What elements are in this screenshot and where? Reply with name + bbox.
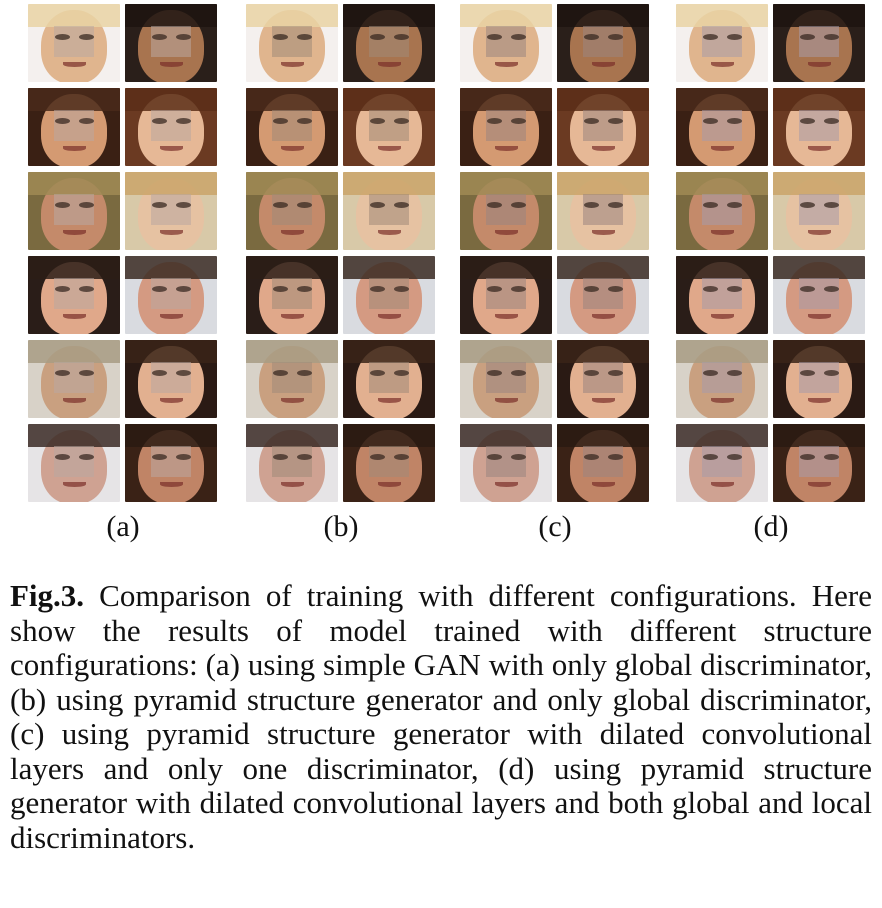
face-image: [125, 88, 217, 166]
face-image: [246, 340, 338, 418]
face-image: [557, 256, 649, 334]
face-image: [557, 4, 649, 82]
panel-b: (b): [246, 0, 436, 543]
face-image: [557, 88, 649, 166]
figure-image-grid: (a) (b) (c) (d): [28, 0, 866, 543]
face-image: [676, 4, 768, 82]
face-image: [343, 340, 435, 418]
face-image: [28, 4, 120, 82]
panel-label: (d): [753, 510, 789, 543]
face-image: [343, 4, 435, 82]
panel-label: (b): [323, 510, 359, 543]
face-image: [773, 4, 865, 82]
face-image: [125, 172, 217, 250]
face-image: [773, 256, 865, 334]
face-image: [557, 424, 649, 502]
face-image: [557, 340, 649, 418]
face-image: [125, 256, 217, 334]
face-image: [28, 256, 120, 334]
face-image: [343, 88, 435, 166]
face-image: [343, 424, 435, 502]
face-image: [460, 172, 552, 250]
face-image: [676, 256, 768, 334]
face-image: [460, 256, 552, 334]
face-image: [125, 340, 217, 418]
face-image: [125, 424, 217, 502]
face-image: [246, 424, 338, 502]
face-image: [343, 172, 435, 250]
figure-number: Fig.3.: [10, 578, 85, 613]
panel-label: (c): [538, 510, 572, 543]
figure-caption: Fig.3. Comparison of training with diffe…: [10, 578, 872, 855]
face-image: [773, 424, 865, 502]
face-image: [28, 424, 120, 502]
face-image: [28, 340, 120, 418]
face-image: [246, 4, 338, 82]
face-image: [246, 88, 338, 166]
face-image: [460, 424, 552, 502]
face-image: [125, 4, 217, 82]
face-image: [246, 172, 338, 250]
caption-text: Comparison of training with different co…: [10, 578, 872, 855]
face-image: [28, 88, 120, 166]
face-image: [773, 88, 865, 166]
panel-label: (a): [106, 510, 140, 543]
face-image: [28, 172, 120, 250]
face-image: [557, 172, 649, 250]
face-image: [343, 256, 435, 334]
panel-c: (c): [460, 0, 650, 543]
face-image: [460, 88, 552, 166]
face-image: [676, 88, 768, 166]
face-image: [773, 172, 865, 250]
face-image: [773, 340, 865, 418]
face-image: [460, 340, 552, 418]
face-image: [676, 340, 768, 418]
face-image: [460, 4, 552, 82]
face-image: [246, 256, 338, 334]
face-image: [676, 424, 768, 502]
panel-d: (d): [676, 0, 866, 543]
face-image: [676, 172, 768, 250]
panel-a: (a): [28, 0, 218, 543]
